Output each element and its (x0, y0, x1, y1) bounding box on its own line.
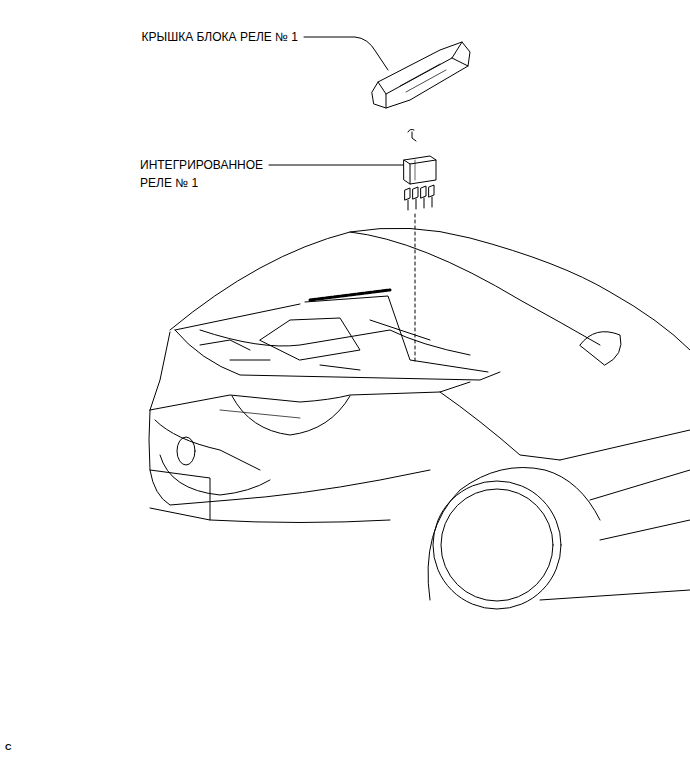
leader-line (304, 37, 388, 70)
figure-code: C (5, 742, 12, 752)
part-name: ИНТЕГРИРОВАННОЕ РЕЛЕ № 1 (140, 156, 280, 192)
car-outline (149, 228, 690, 609)
integrated-relay (404, 129, 436, 210)
relay-block-cover (372, 42, 470, 108)
part-name: КРЫШКА БЛОКА РЕЛЕ № 1 (142, 28, 298, 46)
leader-line (269, 165, 403, 166)
